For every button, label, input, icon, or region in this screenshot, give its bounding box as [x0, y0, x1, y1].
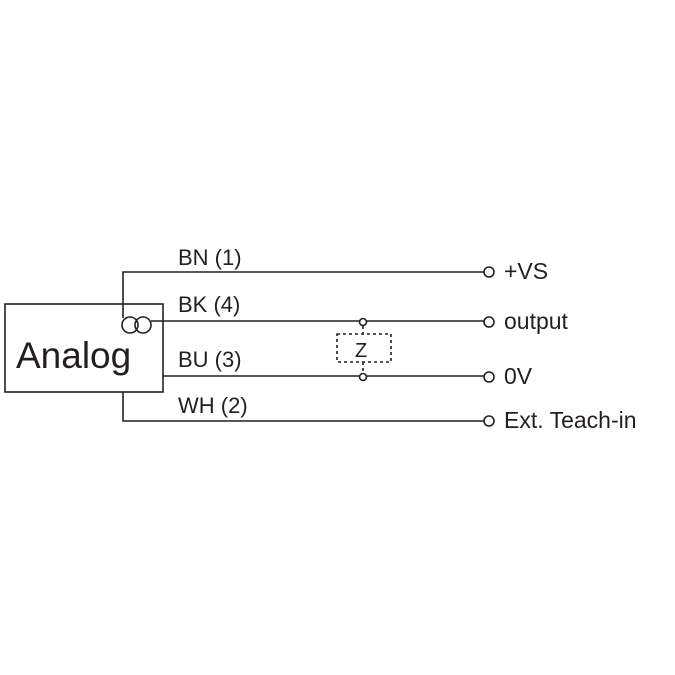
- load-node-bottom: [358, 372, 368, 382]
- load-node-top: [358, 317, 368, 327]
- wire-bn: [122, 271, 484, 318]
- wire-label-bn: BN (1): [178, 245, 242, 270]
- terminal-0v: [483, 371, 495, 383]
- analog-device-box: [4, 303, 164, 393]
- load-label: Z: [355, 340, 367, 362]
- terminal-teach-in: [483, 415, 495, 427]
- terminal-label-0v: 0V: [504, 363, 533, 389]
- load-z: [336, 326, 392, 372]
- wire-label-wh: WH (2): [178, 393, 248, 418]
- current-source-icon: [121, 316, 139, 334]
- device-label: Analog: [16, 335, 131, 376]
- current-source-icon: [134, 316, 152, 334]
- terminal-label-teach-in: Ext. Teach-in: [504, 407, 637, 433]
- wire-wh: [122, 392, 484, 422]
- terminal-output: [483, 316, 495, 328]
- terminal-vs: [483, 266, 495, 278]
- terminal-label-vs: +VS: [504, 258, 548, 284]
- wire-label-bu: BU (3): [178, 347, 242, 372]
- wire-label-bk: BK (4): [178, 292, 240, 317]
- terminal-label-output: output: [504, 308, 569, 334]
